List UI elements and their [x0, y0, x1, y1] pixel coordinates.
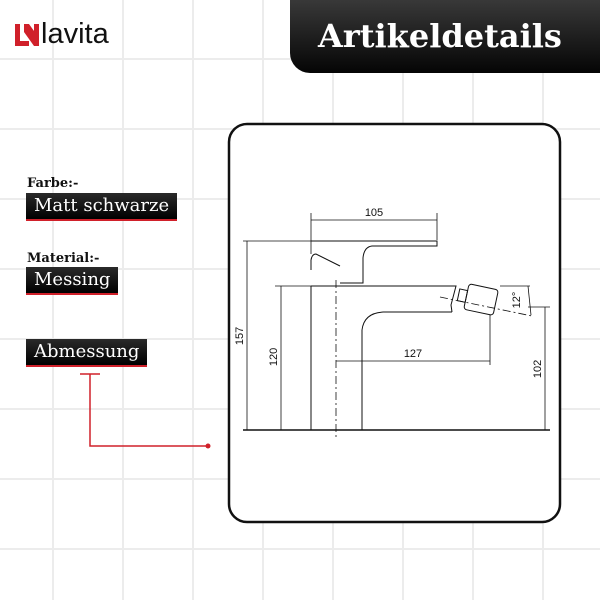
dim-102: 102 — [532, 360, 544, 378]
connector-dot — [205, 443, 211, 449]
material-value: Messing — [26, 267, 119, 295]
brand-logo: lavita — [15, 20, 109, 49]
dim-120: 120 — [268, 348, 280, 366]
connector-line — [80, 373, 208, 447]
dim-127: 127 — [404, 348, 422, 360]
color-value: Matt schwarze — [26, 193, 178, 221]
brand-name: lavita — [41, 18, 109, 50]
dim-157: 157 — [234, 327, 246, 345]
dimension-tag: Abmessung — [26, 339, 148, 367]
page-title: Artikeldetails — [290, 0, 600, 73]
dim-105: 105 — [365, 207, 383, 219]
logo-mark-icon — [15, 23, 39, 46]
color-label: Farbe:- — [27, 176, 79, 191]
dim-angle: 12° — [511, 292, 523, 309]
drawing-frame — [227, 122, 562, 524]
material-label: Material:- — [27, 251, 100, 266]
dimension-lines — [243, 213, 550, 438]
